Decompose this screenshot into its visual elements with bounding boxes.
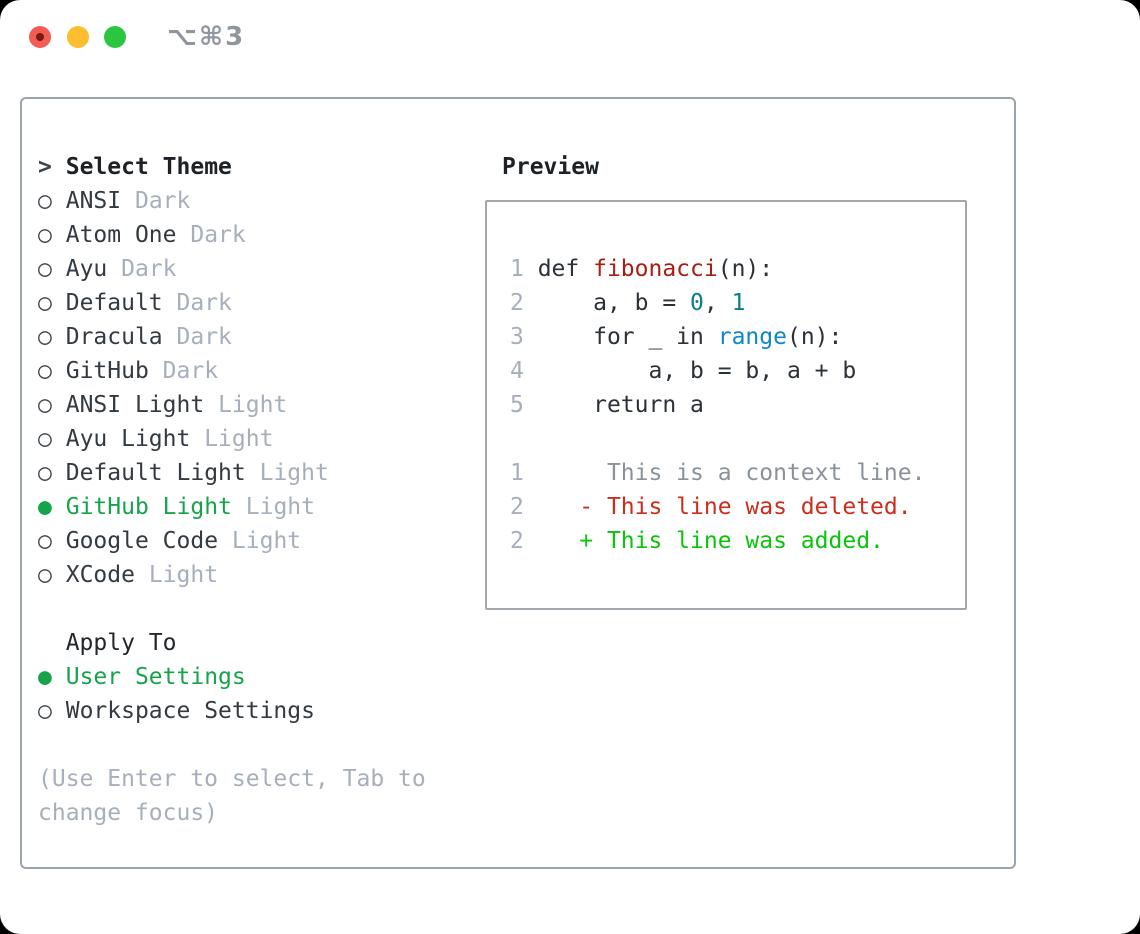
titlebar: ⌥⌘3 xyxy=(0,0,1140,74)
apply-to-list: ● User Settings○ Workspace Settings xyxy=(38,660,453,728)
variant-badge: Dark xyxy=(134,188,191,214)
theme-option-ansi[interactable]: ○ ANSI Dark xyxy=(38,184,453,218)
variant-badge: Light xyxy=(245,494,315,520)
option-label: Default Light xyxy=(65,460,246,486)
variant-badge: Light xyxy=(259,460,329,486)
variant-badge: Dark xyxy=(121,256,177,282)
radio-icon: ○ xyxy=(38,528,52,554)
minimize-button-icon[interactable] xyxy=(67,26,89,48)
radio-icon: ○ xyxy=(38,324,52,350)
theme-option-dracula[interactable]: ○ Dracula Dark xyxy=(38,320,453,354)
radio-selected-icon: ● xyxy=(38,664,52,690)
theme-option-default[interactable]: ○ Default Dark xyxy=(38,286,453,320)
radio-selected-icon: ● xyxy=(38,494,52,520)
radio-icon: ○ xyxy=(38,188,52,214)
theme-option-ansi-light[interactable]: ○ ANSI Light Light xyxy=(38,388,453,422)
help-text: (Use Enter to select, Tab to change focu… xyxy=(38,766,440,826)
radio-icon: ○ xyxy=(38,222,52,248)
preview-line xyxy=(510,422,965,456)
option-label: Google Code xyxy=(65,528,219,554)
option-label: Ayu Light xyxy=(65,426,191,452)
theme-option-ayu[interactable]: ○ Ayu Dark xyxy=(38,252,453,286)
theme-option-atom-one[interactable]: ○ Atom One Dark xyxy=(38,218,453,252)
close-dot-icon xyxy=(36,33,44,41)
radio-icon: ○ xyxy=(38,256,52,282)
variant-badge: Dark xyxy=(176,324,232,350)
preview-line: 5 return a xyxy=(510,392,704,418)
radio-icon: ○ xyxy=(38,460,52,486)
preview-line: 3 for _ in range(n): xyxy=(510,324,843,350)
variant-badge: Dark xyxy=(176,290,232,316)
radio-icon: ○ xyxy=(38,426,52,452)
preview-line: 1 def fibonacci(n): xyxy=(510,256,774,282)
preview-pane: 1 def fibonacci(n): 2 a, b = 0, 1 3 for _ … xyxy=(485,200,967,610)
apply-to-section: Apply To ● User Settings○ Workspace Sett… xyxy=(38,626,453,728)
radio-icon: ○ xyxy=(38,698,52,724)
variant-badge: Dark xyxy=(162,358,219,384)
select-theme-header: > Select Theme xyxy=(38,150,453,184)
apply-option-workspace-settings[interactable]: ○ Workspace Settings xyxy=(38,694,453,728)
radio-icon: ○ xyxy=(38,290,52,316)
preview-line: 4 a, b = b, a + b xyxy=(510,358,857,384)
option-label: Default xyxy=(65,290,163,316)
theme-option-github[interactable]: ○ GitHub Dark xyxy=(38,354,453,388)
preview-line: 1 This is a context line. xyxy=(510,460,926,486)
option-label: Ayu xyxy=(65,256,108,282)
option-label: User Settings xyxy=(65,664,246,690)
theme-option-ayu-light[interactable]: ○ Ayu Light Light xyxy=(38,422,453,456)
variant-badge: Light xyxy=(231,528,302,554)
theme-option-default-light[interactable]: ○ Default Light Light xyxy=(38,456,453,490)
zoom-button-icon[interactable] xyxy=(104,26,126,48)
radio-icon: ○ xyxy=(38,562,52,588)
preview-column: Preview xyxy=(502,150,599,184)
preview-line: 2 + This line was added. xyxy=(510,528,884,554)
variant-badge: Light xyxy=(204,426,274,452)
apply-option-user-settings[interactable]: ● User Settings xyxy=(38,660,453,694)
select-theme-title: Select Theme xyxy=(65,154,232,180)
theme-option-google-code[interactable]: ○ Google Code Light xyxy=(38,524,453,558)
theme-list: ○ ANSI Dark○ Atom One Dark○ Ayu Dark○ De… xyxy=(38,184,453,592)
theme-option-xcode[interactable]: ○ XCode Light xyxy=(38,558,453,592)
theme-selector-panel: > Select Theme ○ ANSI Dark○ Atom One Dar… xyxy=(20,97,1016,869)
option-label: GitHub Light xyxy=(65,494,232,520)
radio-icon: ○ xyxy=(38,392,52,418)
option-label: XCode xyxy=(65,562,135,588)
preview-line: 2 a, b = 0, 1 xyxy=(510,290,746,316)
radio-icon: ○ xyxy=(38,358,52,384)
option-label: GitHub xyxy=(65,358,149,384)
window-title: ⌥⌘3 xyxy=(167,22,246,52)
option-label: Workspace Settings xyxy=(65,698,315,724)
variant-badge: Light xyxy=(148,562,219,588)
theme-column: > Select Theme ○ ANSI Dark○ Atom One Dar… xyxy=(38,150,453,830)
option-label: ANSI Light xyxy=(65,392,205,418)
close-button-icon[interactable] xyxy=(29,26,51,48)
option-label: Atom One xyxy=(65,222,177,248)
theme-option-github-light[interactable]: ● GitHub Light Light xyxy=(38,490,453,524)
option-label: ANSI xyxy=(65,188,122,214)
option-label: Dracula xyxy=(65,324,163,350)
variant-badge: Light xyxy=(218,392,288,418)
variant-badge: Dark xyxy=(190,222,246,248)
preview-line: 2 - This line was deleted. xyxy=(510,494,912,520)
focus-caret-icon: > xyxy=(38,154,52,180)
preview-header: Preview xyxy=(502,154,599,180)
apply-to-header: Apply To xyxy=(65,630,177,656)
